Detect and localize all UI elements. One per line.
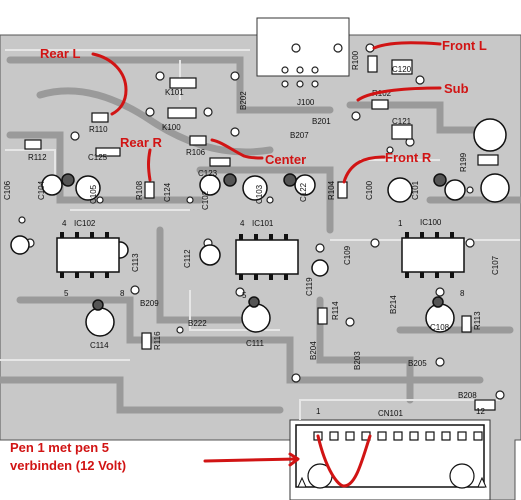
label-r100: R100 xyxy=(351,50,360,70)
front-r-arrow xyxy=(342,155,386,184)
label-r108: R108 xyxy=(135,180,144,200)
label-c112: C112 xyxy=(183,249,192,268)
center-arrow xyxy=(210,138,264,160)
label-b203: B203 xyxy=(353,351,362,370)
label-b207: B207 xyxy=(290,131,309,140)
label-pin-12: 12 xyxy=(476,407,485,416)
label-ic100: IC100 xyxy=(420,218,442,227)
label-b202: B202 xyxy=(239,91,248,110)
note-arrow-head xyxy=(288,452,300,467)
label-c121: C121 xyxy=(392,117,412,126)
label-rear-l: Rear L xyxy=(40,46,81,61)
bridge-wire xyxy=(316,434,372,488)
label-b201: B201 xyxy=(312,117,331,126)
label-c104: C104 xyxy=(37,180,46,200)
label-sub: Sub xyxy=(444,81,469,96)
ic-chips xyxy=(56,237,465,275)
label-ic102: IC102 xyxy=(74,219,96,228)
resistors xyxy=(24,55,499,411)
note-line-1: Pen 1 met pen 5 xyxy=(10,440,109,455)
label-r104: R104 xyxy=(327,180,336,200)
label-front-l: Front L xyxy=(442,38,487,53)
annotation-labels: Rear L Rear R Center Front L Sub Front R… xyxy=(10,38,487,473)
label-c122: C122 xyxy=(299,182,308,202)
label-k101: K101 xyxy=(165,88,184,97)
label-b209: B209 xyxy=(140,299,159,308)
label-pin-5b: 5 xyxy=(242,291,247,300)
note-arrow xyxy=(203,457,299,463)
label-ic101: IC101 xyxy=(252,219,274,228)
label-r106: R106 xyxy=(186,148,206,157)
label-r114: R114 xyxy=(331,301,340,320)
note-line-2: verbinden (12 Volt) xyxy=(10,458,126,473)
label-c105: C105 xyxy=(89,184,98,204)
label-c107: C107 xyxy=(491,255,500,275)
label-center: Center xyxy=(265,152,306,167)
label-rear-r: Rear R xyxy=(120,135,163,150)
sub-arrow xyxy=(356,86,442,102)
label-front-r: Front R xyxy=(385,150,432,165)
label-c119: C119 xyxy=(305,277,314,296)
connector-cn101 xyxy=(295,424,487,489)
label-k100: K100 xyxy=(162,123,181,132)
label-c111: C111 xyxy=(246,339,264,348)
label-c125: C125 xyxy=(88,153,108,162)
label-r113: R113 xyxy=(473,311,482,330)
front-l-arrow xyxy=(372,41,442,50)
label-c109: C109 xyxy=(343,245,352,265)
label-c101: C101 xyxy=(411,180,420,200)
label-c102: C102 xyxy=(201,190,210,210)
label-j100: J100 xyxy=(297,98,315,107)
pcb-pads xyxy=(18,43,505,400)
label-r199: R199 xyxy=(459,152,468,172)
label-c120: C120 xyxy=(392,65,412,74)
label-c108: C108 xyxy=(430,323,450,332)
ic-pins xyxy=(60,232,454,280)
label-c113: C113 xyxy=(131,253,140,272)
label-pin-1: 1 xyxy=(316,407,321,416)
label-pin-8b: 8 xyxy=(460,289,465,298)
rear-r-arrow xyxy=(147,148,152,182)
rear-l-arrow xyxy=(91,52,128,116)
label-b214: B214 xyxy=(389,295,398,314)
pcb-traces xyxy=(0,56,521,414)
label-c106: C106 xyxy=(3,180,12,200)
label-b204: B204 xyxy=(309,341,318,360)
label-r116: R116 xyxy=(153,331,162,350)
label-r102: R102 xyxy=(372,89,392,98)
annotation-arrows xyxy=(91,41,442,488)
label-c124: C124 xyxy=(163,182,172,202)
silkscreen-labels: IC102 IC101 IC100 K101 K100 J100 CN101 R… xyxy=(3,50,500,418)
label-c103: C103 xyxy=(255,184,264,204)
label-pin-4b: 4 xyxy=(240,219,245,228)
label-r112: R112 xyxy=(28,153,47,162)
label-pin-4a: 4 xyxy=(62,219,67,228)
label-b222: B222 xyxy=(188,319,207,328)
label-c123: C123 xyxy=(198,169,218,178)
label-cn101: CN101 xyxy=(378,409,403,418)
label-r110: R110 xyxy=(89,125,108,134)
label-pin-1b: 1 xyxy=(398,219,403,228)
label-c100: C100 xyxy=(365,180,374,200)
label-pin-5a: 5 xyxy=(64,289,69,298)
label-c114: C114 xyxy=(90,341,109,350)
label-b208: B208 xyxy=(458,391,477,400)
label-pin-8a: 8 xyxy=(120,289,125,298)
label-b205: B205 xyxy=(408,359,427,368)
